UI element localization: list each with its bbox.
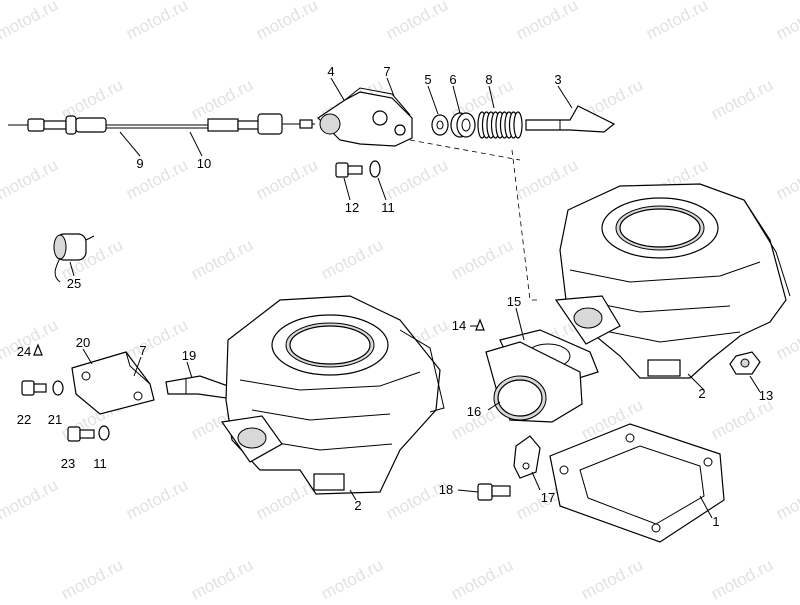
callout-18: 18: [439, 482, 453, 497]
watermark-text: motod.ru: [253, 0, 321, 44]
callout-24: 24: [17, 344, 31, 359]
watermark-text: motod.ru: [773, 475, 800, 523]
bolt-18: [477, 483, 511, 501]
callout-2-left: 2: [354, 498, 361, 513]
callout-25: 25: [67, 276, 81, 291]
washer-11b: [98, 425, 110, 441]
watermark-text: motod.ru: [0, 0, 61, 44]
callout-4: 4: [327, 64, 334, 79]
watermark-text: motod.ru: [318, 235, 386, 283]
watermark-text: motod.ru: [383, 155, 451, 203]
watermark-text: motod.ru: [58, 555, 126, 600]
watermark-text: motod.ru: [513, 155, 581, 203]
callout-11: 11: [381, 200, 395, 215]
watermark-text: motod.ru: [0, 475, 61, 523]
watermark-text: motod.ru: [188, 75, 256, 123]
valve-3: [525, 105, 616, 133]
callout-3: 3: [554, 72, 561, 87]
callout-16: 16: [467, 404, 481, 419]
callout-2-right: 2: [698, 386, 705, 401]
sensor-25: [53, 233, 95, 283]
watermark-text: motod.ru: [123, 475, 191, 523]
callout-12: 12: [345, 200, 359, 215]
callout-7: 7: [383, 64, 390, 79]
callout-6: 6: [449, 72, 456, 87]
watermark-text: motod.ru: [643, 0, 711, 44]
washer-5: [431, 114, 449, 136]
watermark-text: motod.ru: [188, 235, 256, 283]
watermark-text: motod.ru: [773, 155, 800, 203]
cylinder-left: [220, 295, 445, 495]
throttle-cable: [8, 113, 315, 135]
bracket-17: [513, 435, 541, 479]
washer-11: [369, 160, 381, 178]
callout-8: 8: [485, 72, 492, 87]
callout-20: 20: [76, 335, 90, 350]
spring-coil: [513, 111, 523, 139]
watermark-text: motod.ru: [708, 75, 776, 123]
callouts: 4 7 5 6 8 3 9 10 12 11 25 24 20 7 19 14 …: [17, 64, 773, 529]
callout-19: 19: [182, 348, 196, 363]
callout-13: 13: [759, 388, 773, 403]
cylinder-right: [554, 183, 791, 379]
callout-23: 23: [61, 456, 75, 471]
watermark-text: motod.ru: [253, 155, 321, 203]
lever-19: [165, 375, 229, 399]
callout-11b: 11: [93, 456, 107, 471]
watermark-text: motod.ru: [448, 555, 516, 600]
cover-20: [71, 351, 155, 415]
watermark-text: motod.ru: [708, 555, 776, 600]
watermark-text: motod.ru: [578, 555, 646, 600]
watermark-text: motod.ru: [123, 155, 191, 203]
drop-14: [475, 318, 485, 331]
callout-21: 21: [48, 412, 62, 427]
base-gasket-1: [549, 423, 725, 543]
callout-7b: 7: [139, 343, 146, 358]
drop-24: [33, 343, 43, 356]
washer-21: [52, 380, 64, 396]
manifold-16: [485, 341, 583, 423]
callout-5: 5: [424, 72, 431, 87]
callout-10: 10: [197, 156, 211, 171]
callout-17: 17: [541, 490, 555, 505]
ring-6: [450, 112, 476, 138]
watermark-text: motod.ru: [123, 0, 191, 44]
screw-12: [335, 162, 363, 178]
callout-1: 1: [712, 514, 719, 529]
watermark-text: motod.ru: [773, 0, 800, 44]
watermark-text: motod.ru: [188, 555, 256, 600]
callout-14: 14: [452, 318, 466, 333]
watermark-text: motod.ru: [318, 555, 386, 600]
watermark-text: motod.ru: [383, 0, 451, 44]
callout-22: 22: [17, 412, 31, 427]
callout-9: 9: [136, 156, 143, 171]
watermark-text: motod.ru: [0, 155, 61, 203]
watermark-text: motod.ru: [773, 315, 800, 363]
screw-23: [67, 426, 95, 442]
valve-housing: [317, 87, 413, 147]
callout-15: 15: [507, 294, 521, 309]
spring-8: [477, 111, 523, 139]
screw-22: [21, 380, 47, 396]
leader-lines: [69, 77, 761, 519]
nut-13: [729, 351, 761, 375]
watermark-text: motod.ru: [513, 0, 581, 44]
watermark-text: motod.ru: [448, 235, 516, 283]
